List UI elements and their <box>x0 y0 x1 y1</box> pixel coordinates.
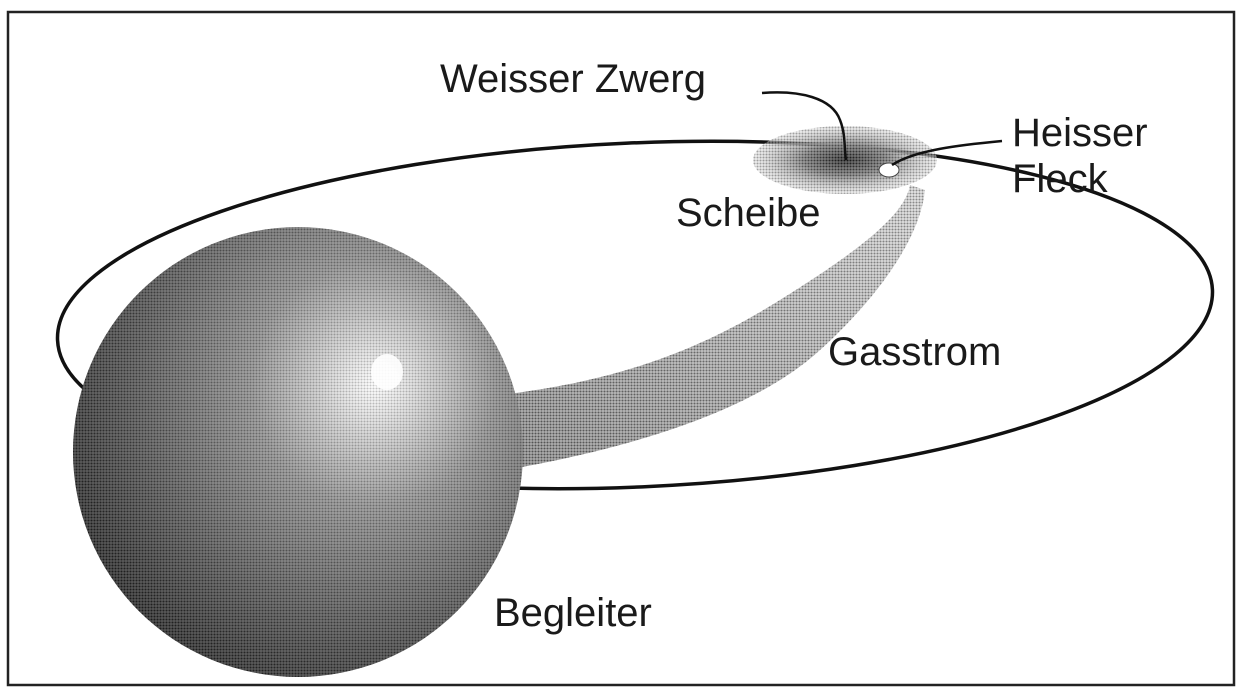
hot-spot-leader-line <box>891 139 1003 167</box>
label-disk: Scheibe <box>676 191 821 235</box>
companion-star-dither <box>73 227 523 677</box>
hot-spot <box>878 162 900 178</box>
label-companion: Begleiter <box>494 591 652 635</box>
white-dwarf-leader-line <box>761 91 848 161</box>
gas-stream-dither <box>505 185 925 470</box>
companion-highlight <box>371 354 403 390</box>
frame-border <box>6 10 1236 687</box>
label-hot-spot-line1: Heisser <box>1012 111 1148 155</box>
label-gas-stream: Gasstrom <box>828 330 1002 374</box>
orbit-ellipse <box>55 139 1215 491</box>
label-white-dwarf: Weisser Zwerg <box>440 57 706 101</box>
label-hot-spot-line2: Fleck <box>1012 157 1108 201</box>
